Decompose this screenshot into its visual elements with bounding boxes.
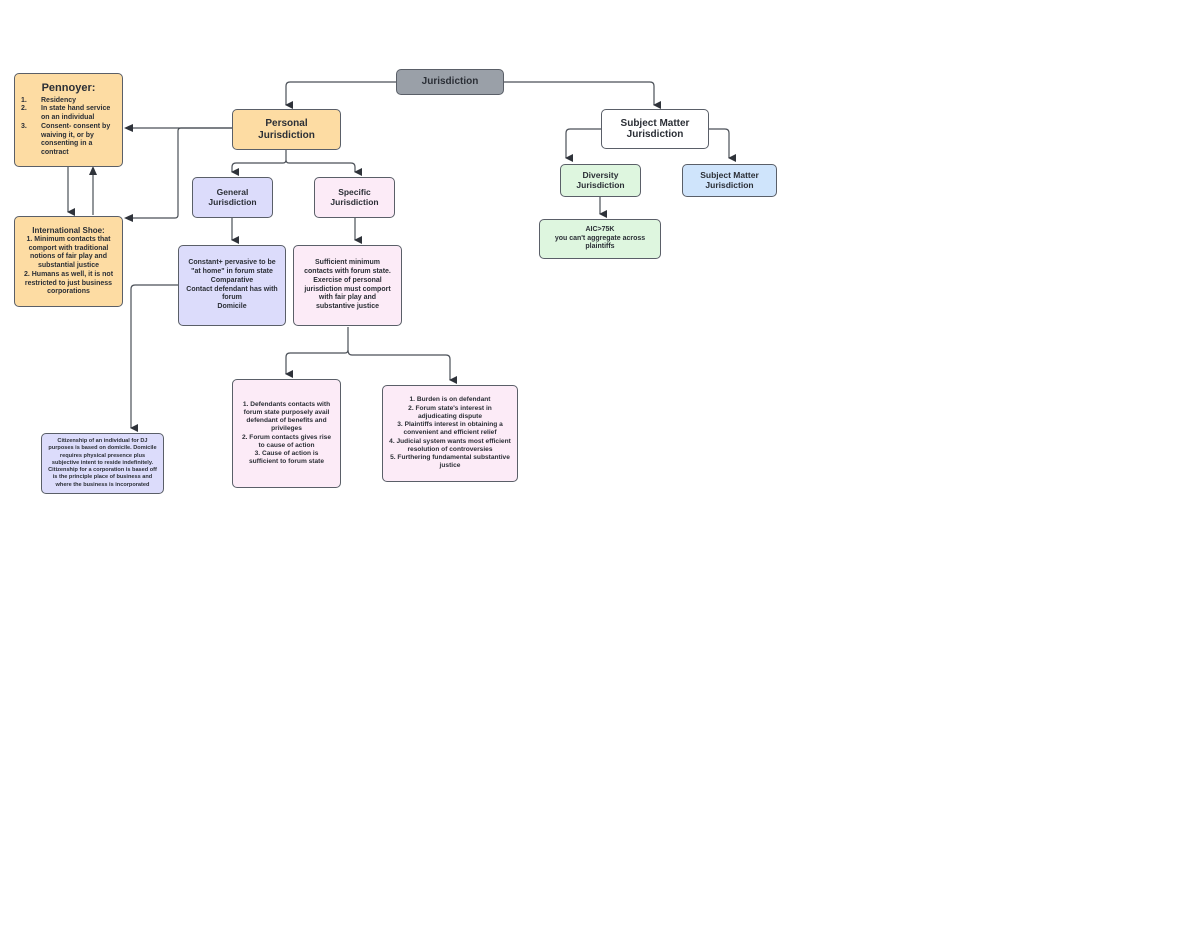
subject-matter-jurisdiction-node[interactable]: Subject Matter Jurisdiction bbox=[601, 109, 709, 149]
pennoyer-item: 2.In state hand service on an individual bbox=[21, 105, 111, 122]
diversity-detail-node[interactable]: AIC>75K you can't aggregate across plain… bbox=[539, 219, 661, 259]
fairness-factor-line: 1. Burden is on defendant bbox=[409, 396, 491, 404]
diversity-label-line1: Diversity bbox=[582, 169, 619, 180]
root-jurisdiction-node[interactable]: Jurisdiction bbox=[396, 69, 504, 95]
general-detail-line: Contact defendant has with forum bbox=[186, 285, 278, 302]
intl-shoe-title: International Shoe: bbox=[32, 225, 105, 235]
pennoyer-list: 1.Residency 2.In state hand service on a… bbox=[21, 97, 116, 158]
smj-child-label-line1: Subject Matter bbox=[700, 169, 759, 180]
intl-shoe-point-2: 2. Humans as well, it is not restricted … bbox=[23, 270, 114, 296]
citizenship-text: Citizenship of an individual for DJ purp… bbox=[48, 438, 157, 488]
specific-jurisdiction-node[interactable]: Specific Jurisdiction bbox=[314, 177, 395, 218]
specific-test-node[interactable]: 1. Defendants contacts with forum state … bbox=[232, 379, 341, 488]
general-label-line1: General bbox=[216, 186, 249, 197]
pennoyer-title: Pennoyer: bbox=[41, 82, 96, 95]
fairness-factor-line: 3. Plaintiffs interest in obtaining a co… bbox=[397, 421, 503, 437]
specific-test-line: 1. Defendants contacts with forum state … bbox=[242, 400, 331, 433]
diversity-detail-line: you can't aggregate across plaintiffs bbox=[554, 234, 646, 251]
general-jurisdiction-node[interactable]: General Jurisdiction bbox=[192, 177, 273, 218]
pennoyer-node[interactable]: Pennoyer: 1.Residency 2.In state hand se… bbox=[14, 73, 123, 167]
general-detail-line: Domicile bbox=[217, 303, 247, 310]
specific-label-line2: Jurisdiction bbox=[330, 196, 379, 207]
general-detail-line: Comparative bbox=[210, 276, 254, 284]
general-label-line2: Jurisdiction bbox=[208, 196, 257, 207]
specific-label-line1: Specific bbox=[338, 186, 371, 197]
personal-jurisdiction-node[interactable]: Personal Jurisdiction bbox=[232, 109, 341, 150]
diversity-jurisdiction-node[interactable]: Diversity Jurisdiction bbox=[560, 164, 641, 197]
fairness-factor-line: 5. Furthering fundamental substantive ju… bbox=[390, 454, 510, 470]
general-detail-line: Constant+ pervasive to be "at home" in f… bbox=[188, 259, 276, 275]
diversity-label-line2: Jurisdiction bbox=[576, 179, 625, 190]
specific-detail-text: Sufficient minimum contacts with forum s… bbox=[304, 259, 391, 310]
general-detail-node[interactable]: Constant+ pervasive to be "at home" in f… bbox=[178, 245, 286, 326]
personal-label-line2: Jurisdiction bbox=[258, 129, 315, 141]
specific-test-line: 3. Cause of action is sufficient to foru… bbox=[248, 449, 325, 466]
specific-detail-node[interactable]: Sufficient minimum contacts with forum s… bbox=[293, 245, 402, 326]
international-shoe-node[interactable]: International Shoe: 1. Minimum contacts … bbox=[14, 216, 123, 307]
specific-test-line: 2. Forum contacts gives rise to cause of… bbox=[241, 433, 332, 449]
subject-matter-child-node[interactable]: Subject Matter Jurisdiction bbox=[682, 164, 777, 197]
smj-child-label-line2: Jurisdiction bbox=[705, 179, 754, 190]
citizenship-node[interactable]: Citizenship of an individual for DJ purp… bbox=[41, 433, 164, 494]
pennoyer-item: 3.Consent- consent by waiving it, or by … bbox=[21, 122, 111, 157]
root-label: Jurisdiction bbox=[421, 76, 479, 88]
diversity-detail-line: AIC>75K bbox=[585, 225, 615, 233]
pennoyer-item: 1.Residency bbox=[21, 96, 77, 104]
fairness-factor-line: 4. Judicial system wants most efficient … bbox=[389, 437, 511, 453]
smj-label-line1: Subject Matter bbox=[620, 117, 690, 129]
smj-label-line2: Jurisdiction bbox=[626, 129, 684, 140]
intl-shoe-point-1: 1. Minimum contacts that comport with tr… bbox=[26, 235, 111, 270]
fairness-factors-node[interactable]: 1. Burden is on defendant 2. Forum state… bbox=[382, 385, 518, 482]
fairness-factor-line: 2. Forum state's interest in adjudicatin… bbox=[408, 404, 492, 420]
personal-label-line1: Personal bbox=[265, 118, 308, 129]
